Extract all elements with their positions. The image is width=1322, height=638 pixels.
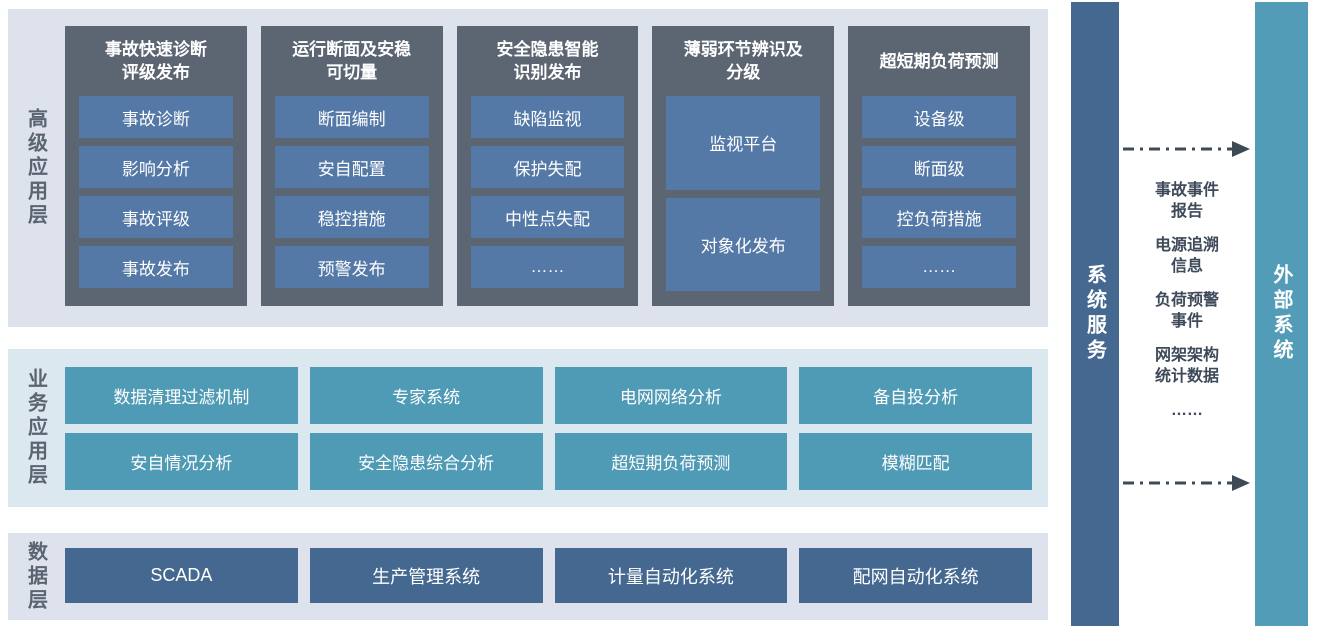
diagram-box: 事故诊断	[79, 96, 233, 138]
diagram-box: 计量自动化系统	[554, 548, 788, 603]
diagram-box: 安自配置	[274, 146, 429, 188]
column-title: 薄弱环节辨识及 分级	[683, 40, 803, 82]
column-title: 事故快速诊断 评级发布	[104, 40, 207, 82]
diagram-box: 缺陷监视	[470, 96, 625, 138]
diagram-box: 事故发布	[79, 246, 233, 288]
diagram-box: 安全隐患综合分析	[309, 433, 543, 490]
column-items: 缺陷监视 保护失配 中性点失配 ……	[470, 96, 625, 291]
column-hidden-danger: 安全隐患智能 识别发布 缺陷监视 保护失配 中性点失配 ……	[456, 26, 639, 306]
diagram-box: 超短期负荷预测	[554, 433, 788, 490]
exchange-item: 电源追溯 信息	[1154, 237, 1219, 275]
exchange-item: 事故事件 报告	[1154, 182, 1219, 220]
data-layer-band: 数据层 SCADA 生产管理系统 计量自动化系统 配网自动化系统	[8, 533, 1048, 620]
diagram-box: 断面级	[862, 146, 1016, 188]
exchange-item: 网架架构 统计数据	[1154, 347, 1219, 385]
column-load-forecast: 超短期负荷预测 设备级 断面级 控负荷措施 ……	[848, 26, 1030, 306]
diagram-box: 保护失配	[470, 146, 625, 188]
business-application-layer-band: 业务应用层 数据清理过滤机制 专家系统 电网网络分析 备自投分析 安自情况分析 …	[8, 349, 1048, 507]
column-operation-section: 运行断面及安稳 可切量 断面编制 安自配置 稳控措施 预警发布	[260, 26, 443, 306]
diagram-box: 安自情况分析	[65, 433, 298, 490]
data-layer-label: 数据层	[24, 540, 47, 613]
column-title: 运行断面及安稳 可切量	[292, 40, 412, 82]
column-items: 设备级 断面级 控负荷措施 ……	[862, 96, 1016, 291]
diagram-box: 数据清理过滤机制	[65, 367, 298, 424]
exchange-item: 负荷预警 事件	[1154, 292, 1219, 330]
external-system-bar: 外部系统	[1255, 2, 1308, 626]
diagram-box: 影响分析	[79, 146, 233, 188]
diagram-box: ……	[862, 246, 1016, 288]
diagram-box: 稳控措施	[274, 196, 429, 238]
system-service-bar: 系统服务	[1071, 2, 1119, 626]
diagram-box: 电网网络分析	[554, 367, 788, 424]
column-weak-link: 薄弱环节辨识及 分级 监视平台 对象化发布	[652, 26, 835, 306]
diagram-box: 配网自动化系统	[799, 548, 1032, 603]
diagram-box: 备自投分析	[799, 367, 1032, 424]
diagram-box: 设备级	[862, 96, 1016, 138]
diagram-box: 断面编制	[274, 96, 429, 138]
diagram-box: 生产管理系统	[309, 548, 543, 603]
business-layer-label: 业务应用层	[24, 368, 47, 488]
column-title: 安全隐患智能 识别发布	[496, 40, 599, 82]
diagram-box: ……	[470, 246, 625, 288]
diagram-box: SCADA	[65, 548, 298, 603]
business-grid: 数据清理过滤机制 专家系统 电网网络分析 备自投分析 安自情况分析 安全隐患综合…	[65, 367, 1032, 490]
diagram-box: 事故评级	[79, 196, 233, 238]
advanced-application-layer-band: 高级应用层 事故快速诊断 评级发布 事故诊断 影响分析 事故评级 事故发布 运行…	[8, 9, 1048, 327]
exchange-zone: 事故事件 报告 电源追溯 信息 负荷预警 事件 网架架构 统计数据 ……	[1119, 0, 1255, 638]
diagram-box: 模糊匹配	[799, 433, 1032, 490]
column-items: 监视平台 对象化发布	[666, 96, 821, 291]
diagram-box: 预警发布	[274, 246, 429, 288]
column-accident-diagnosis: 事故快速诊断 评级发布 事故诊断 影响分析 事故评级 事故发布	[65, 26, 247, 306]
exchange-item-ellipsis: ……	[1171, 402, 1203, 419]
data-grid: SCADA 生产管理系统 计量自动化系统 配网自动化系统	[65, 548, 1032, 603]
diagram-box: 控负荷措施	[862, 196, 1016, 238]
arrow-right-icon	[1123, 141, 1250, 157]
advanced-layer-label: 高级应用层	[24, 108, 47, 228]
column-title: 超短期负荷预测	[879, 51, 999, 71]
exchange-items: 事故事件 报告 电源追溯 信息 负荷预警 事件 网架架构 统计数据 ……	[1119, 180, 1255, 421]
diagram-box: 监视平台	[666, 96, 821, 190]
diagram-box: 专家系统	[309, 367, 543, 424]
arrow-right-icon	[1123, 475, 1250, 491]
diagram-box: 对象化发布	[666, 197, 821, 291]
diagram-box: 中性点失配	[470, 196, 625, 238]
advanced-columns: 事故快速诊断 评级发布 事故诊断 影响分析 事故评级 事故发布 运行断面及安稳 …	[65, 26, 1030, 306]
column-items: 事故诊断 影响分析 事故评级 事故发布	[79, 96, 233, 291]
column-items: 断面编制 安自配置 稳控措施 预警发布	[274, 96, 429, 291]
